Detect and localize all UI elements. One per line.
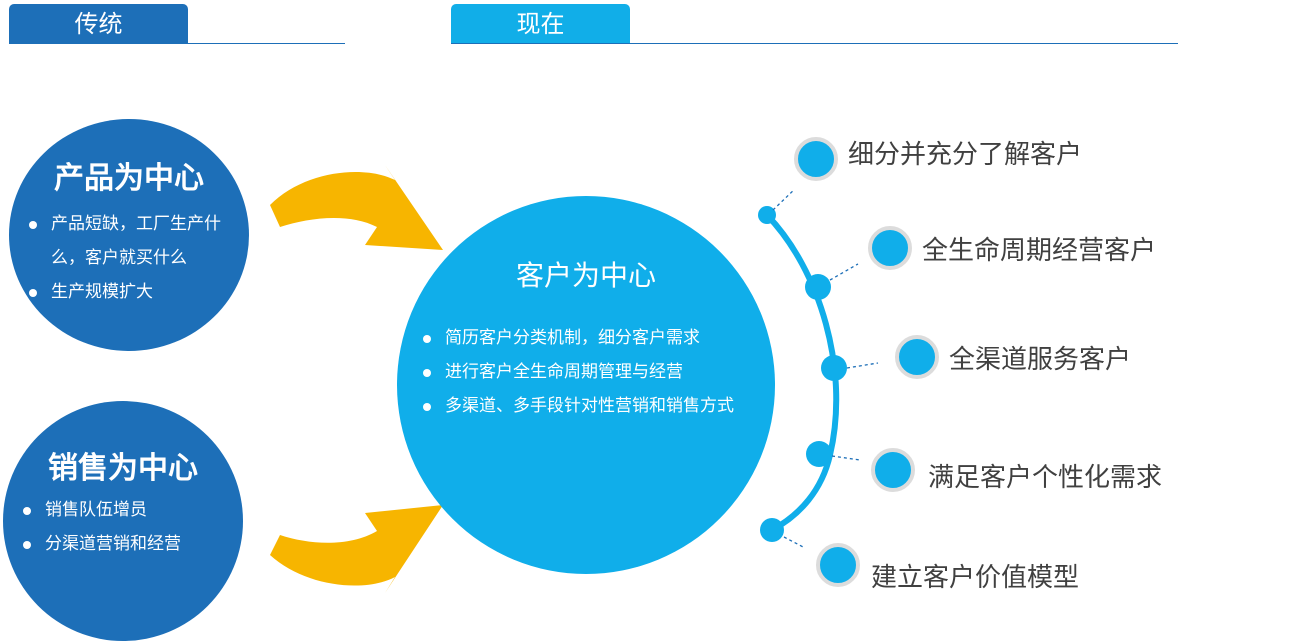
lower-arrow-icon [270, 505, 443, 593]
customer-centric-circle: 客户为中心 简历客户分类机制，细分客户需求 进行客户全生命周期管理与经营 多渠道… [397, 196, 775, 574]
outcome-5-label: 建立客户价值模型 [871, 563, 1080, 593]
sales-bullet-1: 销售队伍增员 [15, 493, 235, 527]
upper-arrow-icon [270, 165, 443, 250]
outcome-3-label: 全渠道服务客户 [949, 345, 1132, 375]
outcome-2-dot [868, 226, 912, 270]
outcome-spine [758, 190, 879, 549]
customer-centric-title: 客户为中心 [515, 259, 656, 292]
product-bullet-2: 生产规模扩大 [21, 275, 241, 309]
spine-node-4 [806, 441, 832, 467]
outcome-4-dot [871, 448, 915, 492]
spine-node-3 [821, 355, 847, 381]
spine-node-5 [760, 518, 784, 542]
customer-bullet-1: 简历客户分类机制，细分客户需求 [415, 321, 775, 355]
outcome-1-label: 细分并充分了解客户 [848, 140, 1083, 170]
product-centric-circle: 产品为中心 产品短缺，工厂生产什么，客户就买什么 生产规模扩大 [9, 119, 249, 351]
product-centric-title: 产品为中心 [54, 161, 204, 196]
spine-node-2 [805, 274, 831, 300]
customer-bullet-2: 进行客户全生命周期管理与经营 [415, 355, 775, 389]
sales-bullet-2: 分渠道营销和经营 [15, 527, 235, 561]
sales-centric-bullets: 销售队伍增员 分渠道营销和经营 [15, 493, 235, 561]
outcome-4-label: 满足客户个性化需求 [928, 463, 1163, 493]
outcome-1-dot [794, 137, 838, 181]
customer-bullet-3: 多渠道、多手段针对性营销和销售方式 [415, 389, 775, 423]
tab-traditional: 传统 [9, 4, 188, 44]
outcome-3-dot [895, 335, 939, 379]
product-bullet-1: 产品短缺，工厂生产什么，客户就买什么 [21, 207, 241, 275]
sales-centric-circle: 销售为中心 销售队伍增员 分渠道营销和经营 [3, 401, 243, 641]
product-centric-bullets: 产品短缺，工厂生产什么，客户就买什么 生产规模扩大 [21, 207, 241, 309]
outcome-5-dot [816, 543, 860, 587]
divider-current [451, 43, 1178, 44]
divider-traditional [9, 43, 345, 44]
outcome-2-label: 全生命周期经营客户 [922, 236, 1157, 266]
tab-current: 现在 [451, 4, 630, 44]
sales-centric-title: 销售为中心 [48, 451, 198, 486]
spine-node-1 [758, 206, 776, 224]
customer-centric-bullets: 简历客户分类机制，细分客户需求 进行客户全生命周期管理与经营 多渠道、多手段针对… [415, 321, 775, 423]
